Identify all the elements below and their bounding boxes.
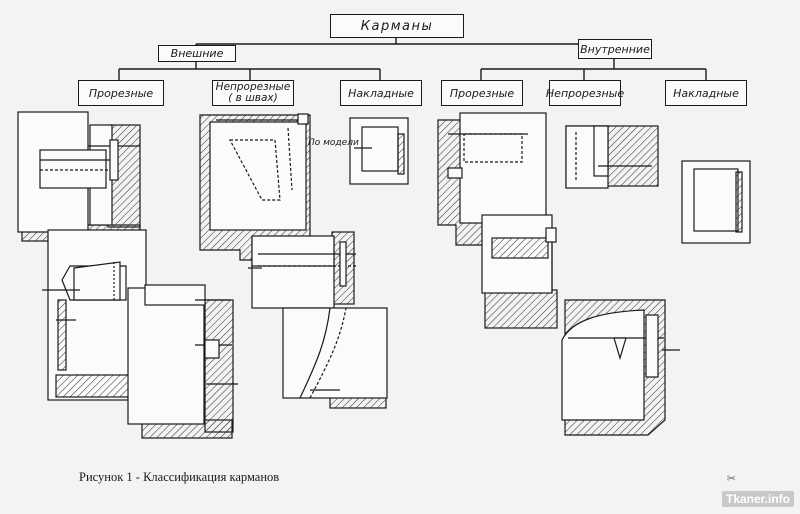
tree-connectors (118, 36, 707, 80)
drawing-external-slit-1 (17, 111, 141, 242)
drawing-internal-patch (681, 160, 751, 244)
tree-type-external-nonslit: Непрорезные ( в швах) (212, 80, 294, 106)
drawing-external-nonslit-3 (282, 307, 388, 409)
tree-type-internal-slit: Прорезные (441, 80, 523, 106)
tree-group-external: Внешние (158, 45, 236, 62)
drawing-external-slit-3 (127, 284, 238, 439)
drawing-internal-slit-2 (481, 214, 558, 329)
drawing-internal-slit-1 (437, 112, 547, 246)
drawing-internal-slit-3 (561, 299, 680, 436)
tree-type-internal-patch: Накладные (665, 80, 747, 106)
drawing-external-nonslit-2 (248, 231, 356, 309)
tree-type-external-nonslit-label: Непрорезные (215, 81, 291, 93)
tree-type-internal-nonslit: Непрорезные (546, 80, 624, 106)
tree-type-external-nonslit-sub: ( в швах) (228, 92, 278, 104)
drawing-internal-nonslit (565, 125, 659, 189)
tree-group-internal: Внутренние (578, 39, 652, 59)
figure-caption: Рисунок 1 - Классификация карманов (79, 470, 280, 484)
drawing-external-patch (349, 117, 409, 185)
annotation-by-model: По модели (308, 138, 359, 148)
scissors-icon: ✂ (726, 472, 736, 485)
tree-type-external-slit: Прорезные (78, 80, 164, 106)
drawing-external-nonslit-1 (199, 113, 311, 261)
tree-type-external-patch: Накладные (340, 80, 422, 106)
site-watermark: Tkaner.info (721, 491, 794, 507)
tree-root-pockets: Карманы (330, 14, 464, 38)
